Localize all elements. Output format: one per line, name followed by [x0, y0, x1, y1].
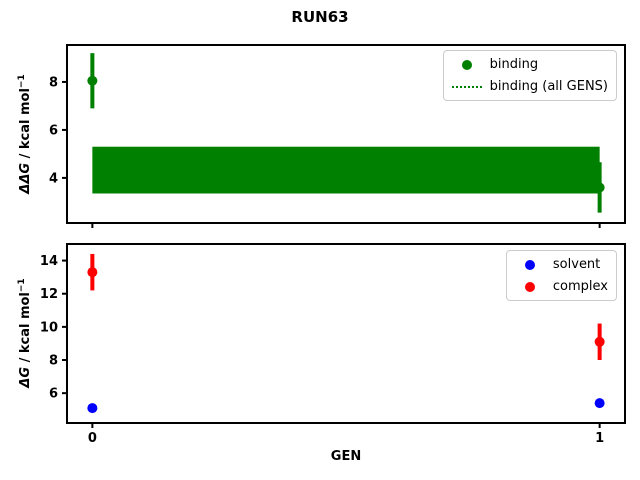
y-tick-label: 10: [40, 320, 58, 335]
legend-label: complex: [552, 279, 608, 294]
marker-binding-gen0: [87, 75, 98, 86]
ylabel-unit-part: / kcal mol: [18, 88, 34, 163]
legend-item-binding: binding: [450, 55, 608, 74]
y-tick-label: 6: [49, 123, 58, 138]
ylabel-unit-part: / kcal mol: [18, 292, 34, 367]
y-tick-label: 14: [40, 254, 58, 269]
ylabel-math-part: ΔΔG: [18, 162, 34, 194]
top-plot-legend: binding binding (all GENS): [442, 50, 617, 101]
figure-title: RUN63: [291, 8, 349, 26]
legend-label: solvent: [552, 257, 601, 272]
ylabel-exponent: −1: [16, 74, 27, 89]
ylabel-math-part: ΔG: [18, 366, 34, 388]
x-tick-label: 1: [595, 431, 604, 446]
y-tick-label: 6: [49, 387, 58, 402]
ylabel-exponent: −1: [16, 278, 27, 293]
marker-complex-gen0: [87, 267, 98, 278]
uncertainty-band-binding-all-gens: [92, 146, 600, 194]
top-y-axis-label: ΔΔG / kcal mol−1: [17, 74, 33, 193]
legend-item-binding-all-gens: binding (all GENS): [450, 77, 608, 96]
y-tick-label: 4: [49, 171, 58, 186]
binding-marker-icon: [461, 59, 472, 70]
legend-symbol-area: [450, 59, 484, 70]
marker-solvent-gen0: [87, 403, 98, 414]
subplot-top: 4 6 8: [49, 44, 626, 228]
y-tick-label: 12: [40, 287, 58, 302]
y-tick-label: 8: [49, 354, 58, 369]
bottom-plot-legend: solvent complex: [505, 250, 617, 301]
complex-marker-icon: [524, 281, 535, 292]
axes-spines-top: [66, 44, 626, 224]
subplot-bottom: 6 8 10 12 14 0 1: [40, 243, 626, 446]
marker-binding-gen1: [594, 182, 605, 193]
legend-symbol-area: [513, 259, 547, 270]
x-tick-label: 0: [88, 431, 97, 446]
legend-label: binding (all GENS): [489, 79, 608, 94]
bottom-y-axis-label: ΔG / kcal mol−1: [17, 278, 33, 387]
marker-solvent-gen1: [594, 398, 605, 409]
solvent-marker-icon: [524, 259, 535, 270]
axes-spines-bottom: [66, 243, 626, 424]
marker-complex-gen1: [594, 336, 605, 347]
legend-item-solvent: solvent: [513, 255, 608, 274]
x-axis-label: GEN: [330, 449, 362, 464]
legend-symbol-area: [513, 281, 547, 292]
legend-symbol-area: [450, 85, 484, 88]
legend-label: binding: [489, 57, 539, 72]
legend-item-complex: complex: [513, 277, 608, 296]
y-tick-label: 8: [49, 75, 58, 90]
dotted-line-icon: [451, 85, 482, 88]
